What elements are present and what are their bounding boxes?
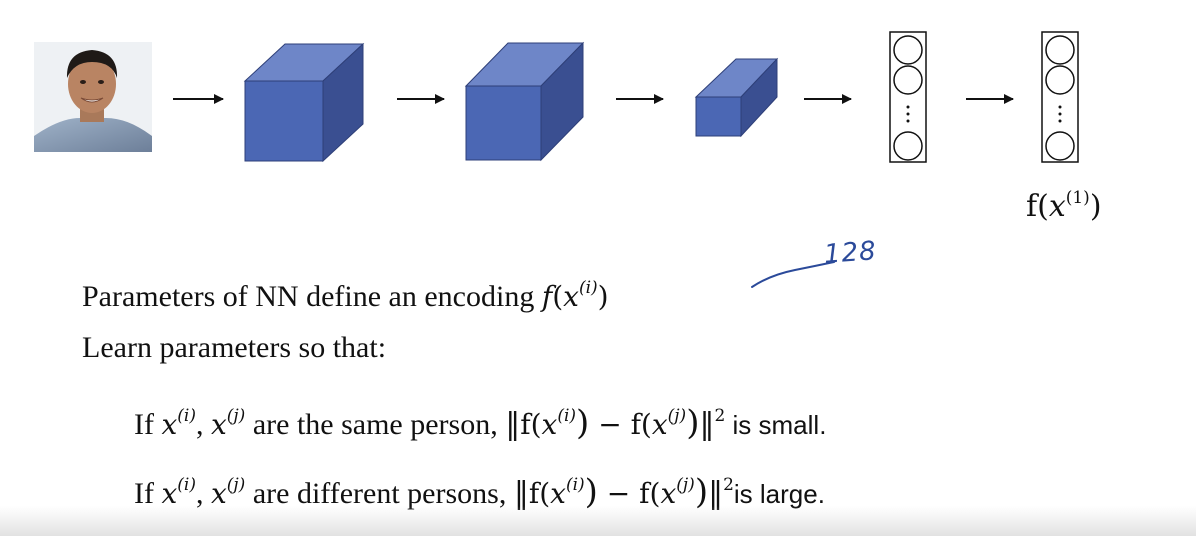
line3-norm-open: ‖	[505, 407, 521, 442]
hair-shape	[66, 50, 118, 78]
line3-x2: x	[651, 408, 668, 441]
encoding-output-label: f(x(1))	[1026, 188, 1102, 224]
line4-norm-close: ‖	[708, 476, 724, 511]
line3-c2: )	[686, 403, 700, 443]
output-label-suffix: )	[1089, 189, 1102, 224]
line4-comma: ,	[195, 477, 211, 510]
line1-close: )	[597, 280, 609, 313]
line4-x2: x	[660, 477, 677, 510]
line4-x1: x	[550, 477, 566, 510]
neuron	[1045, 35, 1075, 65]
line3-s2: (j)	[667, 406, 687, 426]
line3-power: 2	[714, 406, 726, 426]
fc-layer-1	[889, 31, 927, 163]
neuron	[893, 65, 923, 95]
ellipsis-dot	[906, 112, 910, 116]
line1-sup: (i)	[578, 278, 598, 298]
line3-s1: (i)	[557, 406, 577, 426]
line3-minus: −	[589, 408, 631, 441]
line3-sup1: (i)	[177, 406, 196, 426]
ellipsis-dot	[906, 119, 910, 123]
line4-if: If	[134, 477, 162, 510]
line3-c1: )	[576, 403, 590, 443]
line4-var2: x	[210, 477, 227, 510]
line3-tail: is small.	[725, 410, 827, 440]
line3-var2: x	[210, 408, 227, 441]
handwritten-annotation: 128	[823, 236, 878, 270]
line3-if: If	[134, 408, 162, 441]
line4-sup2: (j)	[226, 475, 246, 495]
conv-volume-1	[243, 42, 365, 163]
line3-middle: are the same person,	[245, 408, 506, 441]
neuron	[1045, 131, 1075, 161]
neuron	[1045, 65, 1075, 95]
line3-sup2: (j)	[226, 406, 246, 426]
line1-f: f	[541, 280, 553, 313]
line3-var1: x	[161, 408, 178, 441]
encoding-statement: Parameters of NN define an encoding f(x(…	[82, 270, 609, 315]
line1-var: x	[563, 280, 579, 313]
output-label-prefix: f(	[1026, 189, 1049, 224]
line3-comma: ,	[195, 408, 211, 441]
ellipsis-dot	[906, 105, 910, 109]
head-shape	[68, 55, 116, 113]
line4-minus: −	[597, 477, 640, 510]
line4-c1: )	[584, 472, 598, 512]
neuron	[893, 35, 923, 65]
neuron	[893, 131, 923, 161]
line4-f2: f(	[639, 477, 661, 510]
shirt-shape	[34, 118, 152, 152]
line3-f2: f(	[630, 408, 652, 441]
same-person-condition: If x(i), x(j) are the same person, ‖f(x(…	[134, 398, 826, 443]
learn-statement: Learn parameters so that:	[82, 331, 387, 364]
line1-open: (	[552, 280, 564, 313]
line1-text: Parameters of NN define an encoding	[82, 280, 542, 313]
line4-f1: f(	[528, 477, 551, 510]
line4-middle: are different persons,	[245, 477, 514, 510]
line4-norm-open: ‖	[513, 476, 529, 511]
line3-norm-close: ‖	[699, 407, 715, 442]
line4-tail: is large.	[733, 479, 825, 509]
conv-volume-3	[694, 57, 779, 138]
ellipsis-dot	[1058, 105, 1062, 109]
line4-c2: )	[694, 472, 709, 512]
line4-var1: x	[161, 477, 178, 510]
output-label-sup: (1)	[1065, 188, 1090, 208]
bottom-shade	[0, 506, 1196, 536]
line4-s1: (i)	[565, 475, 585, 495]
handwritten-stroke	[751, 261, 835, 288]
different-person-condition: If x(i), x(j) are different persons, ‖f(…	[134, 467, 825, 512]
output-label-var: x	[1048, 189, 1066, 224]
line3-x1: x	[541, 408, 558, 441]
ellipsis-dot	[1058, 119, 1062, 123]
fc-layer-encoding	[1041, 31, 1079, 163]
conv-volume-2	[464, 41, 585, 162]
line4-s2: (j)	[676, 475, 695, 495]
line4-sup1: (i)	[177, 475, 196, 495]
line4-power: 2	[723, 475, 734, 495]
line3-f1: f(	[520, 408, 542, 441]
ellipsis-dot	[1058, 112, 1062, 116]
face-photo	[34, 42, 152, 152]
